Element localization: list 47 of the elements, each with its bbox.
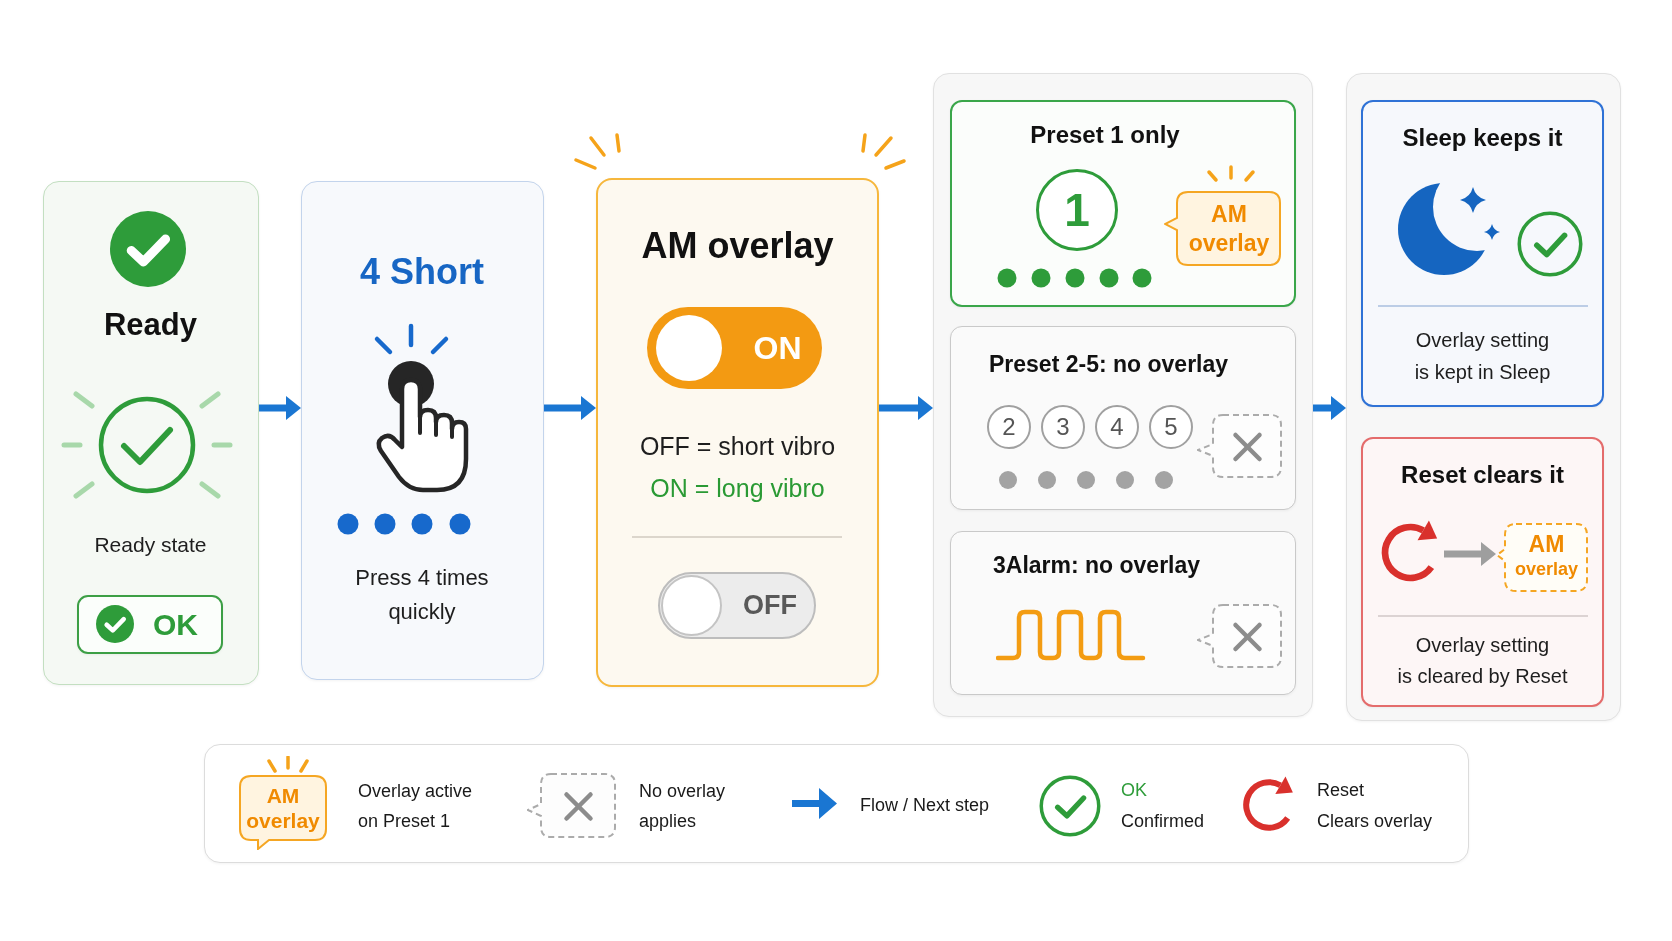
card-caption: Overlay setting is cleared by Reset xyxy=(1396,633,1569,689)
arrow xyxy=(259,396,301,420)
legend-label: Reset Clears overlay xyxy=(1317,779,1433,833)
legend-label: Overlay active on Preset 1 xyxy=(358,780,473,833)
info-card xyxy=(950,100,1296,307)
card-title: Sleep keeps it xyxy=(1401,123,1564,153)
status-badge xyxy=(77,595,223,654)
toggle-switch: OFF xyxy=(658,572,816,639)
toggle-switch: ON xyxy=(647,307,822,389)
bubble-label: AM overlay xyxy=(1187,200,1271,258)
info-card xyxy=(1361,100,1604,407)
speech-bubble xyxy=(1496,523,1588,592)
preset-number: 3 xyxy=(1041,405,1085,449)
panel-caption: ON = long vibro xyxy=(649,473,826,504)
panel-title: Ready xyxy=(102,306,198,344)
bubble-label: AM overlay xyxy=(245,783,321,833)
info-card xyxy=(1361,437,1604,707)
legend-label: OK Confirmed xyxy=(1121,779,1205,833)
card-title: Reset clears it xyxy=(1400,460,1565,490)
panel-caption: Press 4 times quickly xyxy=(354,564,490,626)
card-title: 3Alarm: no overlay xyxy=(993,551,1201,580)
speech-bubble xyxy=(1164,191,1281,266)
preset-number: 5 xyxy=(1149,405,1193,449)
status-label: OK xyxy=(153,607,198,643)
preset-number: 4 xyxy=(1095,405,1139,449)
preset-number: 1 xyxy=(1036,169,1118,251)
info-card xyxy=(950,326,1296,510)
panel-title: AM overlay xyxy=(640,224,835,268)
arrow xyxy=(879,396,933,420)
group-panel xyxy=(1346,73,1621,721)
step-panel xyxy=(301,181,544,680)
card-title: Preset 1 only xyxy=(1029,120,1181,150)
bubble-label: AM overlay xyxy=(1513,532,1579,581)
panel-title: 4 Short xyxy=(359,250,485,294)
arrow xyxy=(544,396,596,420)
group-panel xyxy=(933,73,1313,717)
panel-caption: OFF = short vibro xyxy=(638,431,837,462)
card-caption: Overlay setting is kept in Sleep xyxy=(1413,328,1552,385)
panel-caption: Ready state xyxy=(93,532,208,558)
preset-number: 2 xyxy=(987,405,1031,449)
info-card xyxy=(950,531,1296,695)
arrow xyxy=(1313,396,1346,420)
legend-label: Flow / Next step xyxy=(860,794,990,817)
legend-label: No overlay applies xyxy=(639,780,726,833)
card-title: Preset 2-5: no overlay xyxy=(989,350,1229,379)
step-panel xyxy=(43,181,259,685)
step-panel xyxy=(596,178,879,687)
